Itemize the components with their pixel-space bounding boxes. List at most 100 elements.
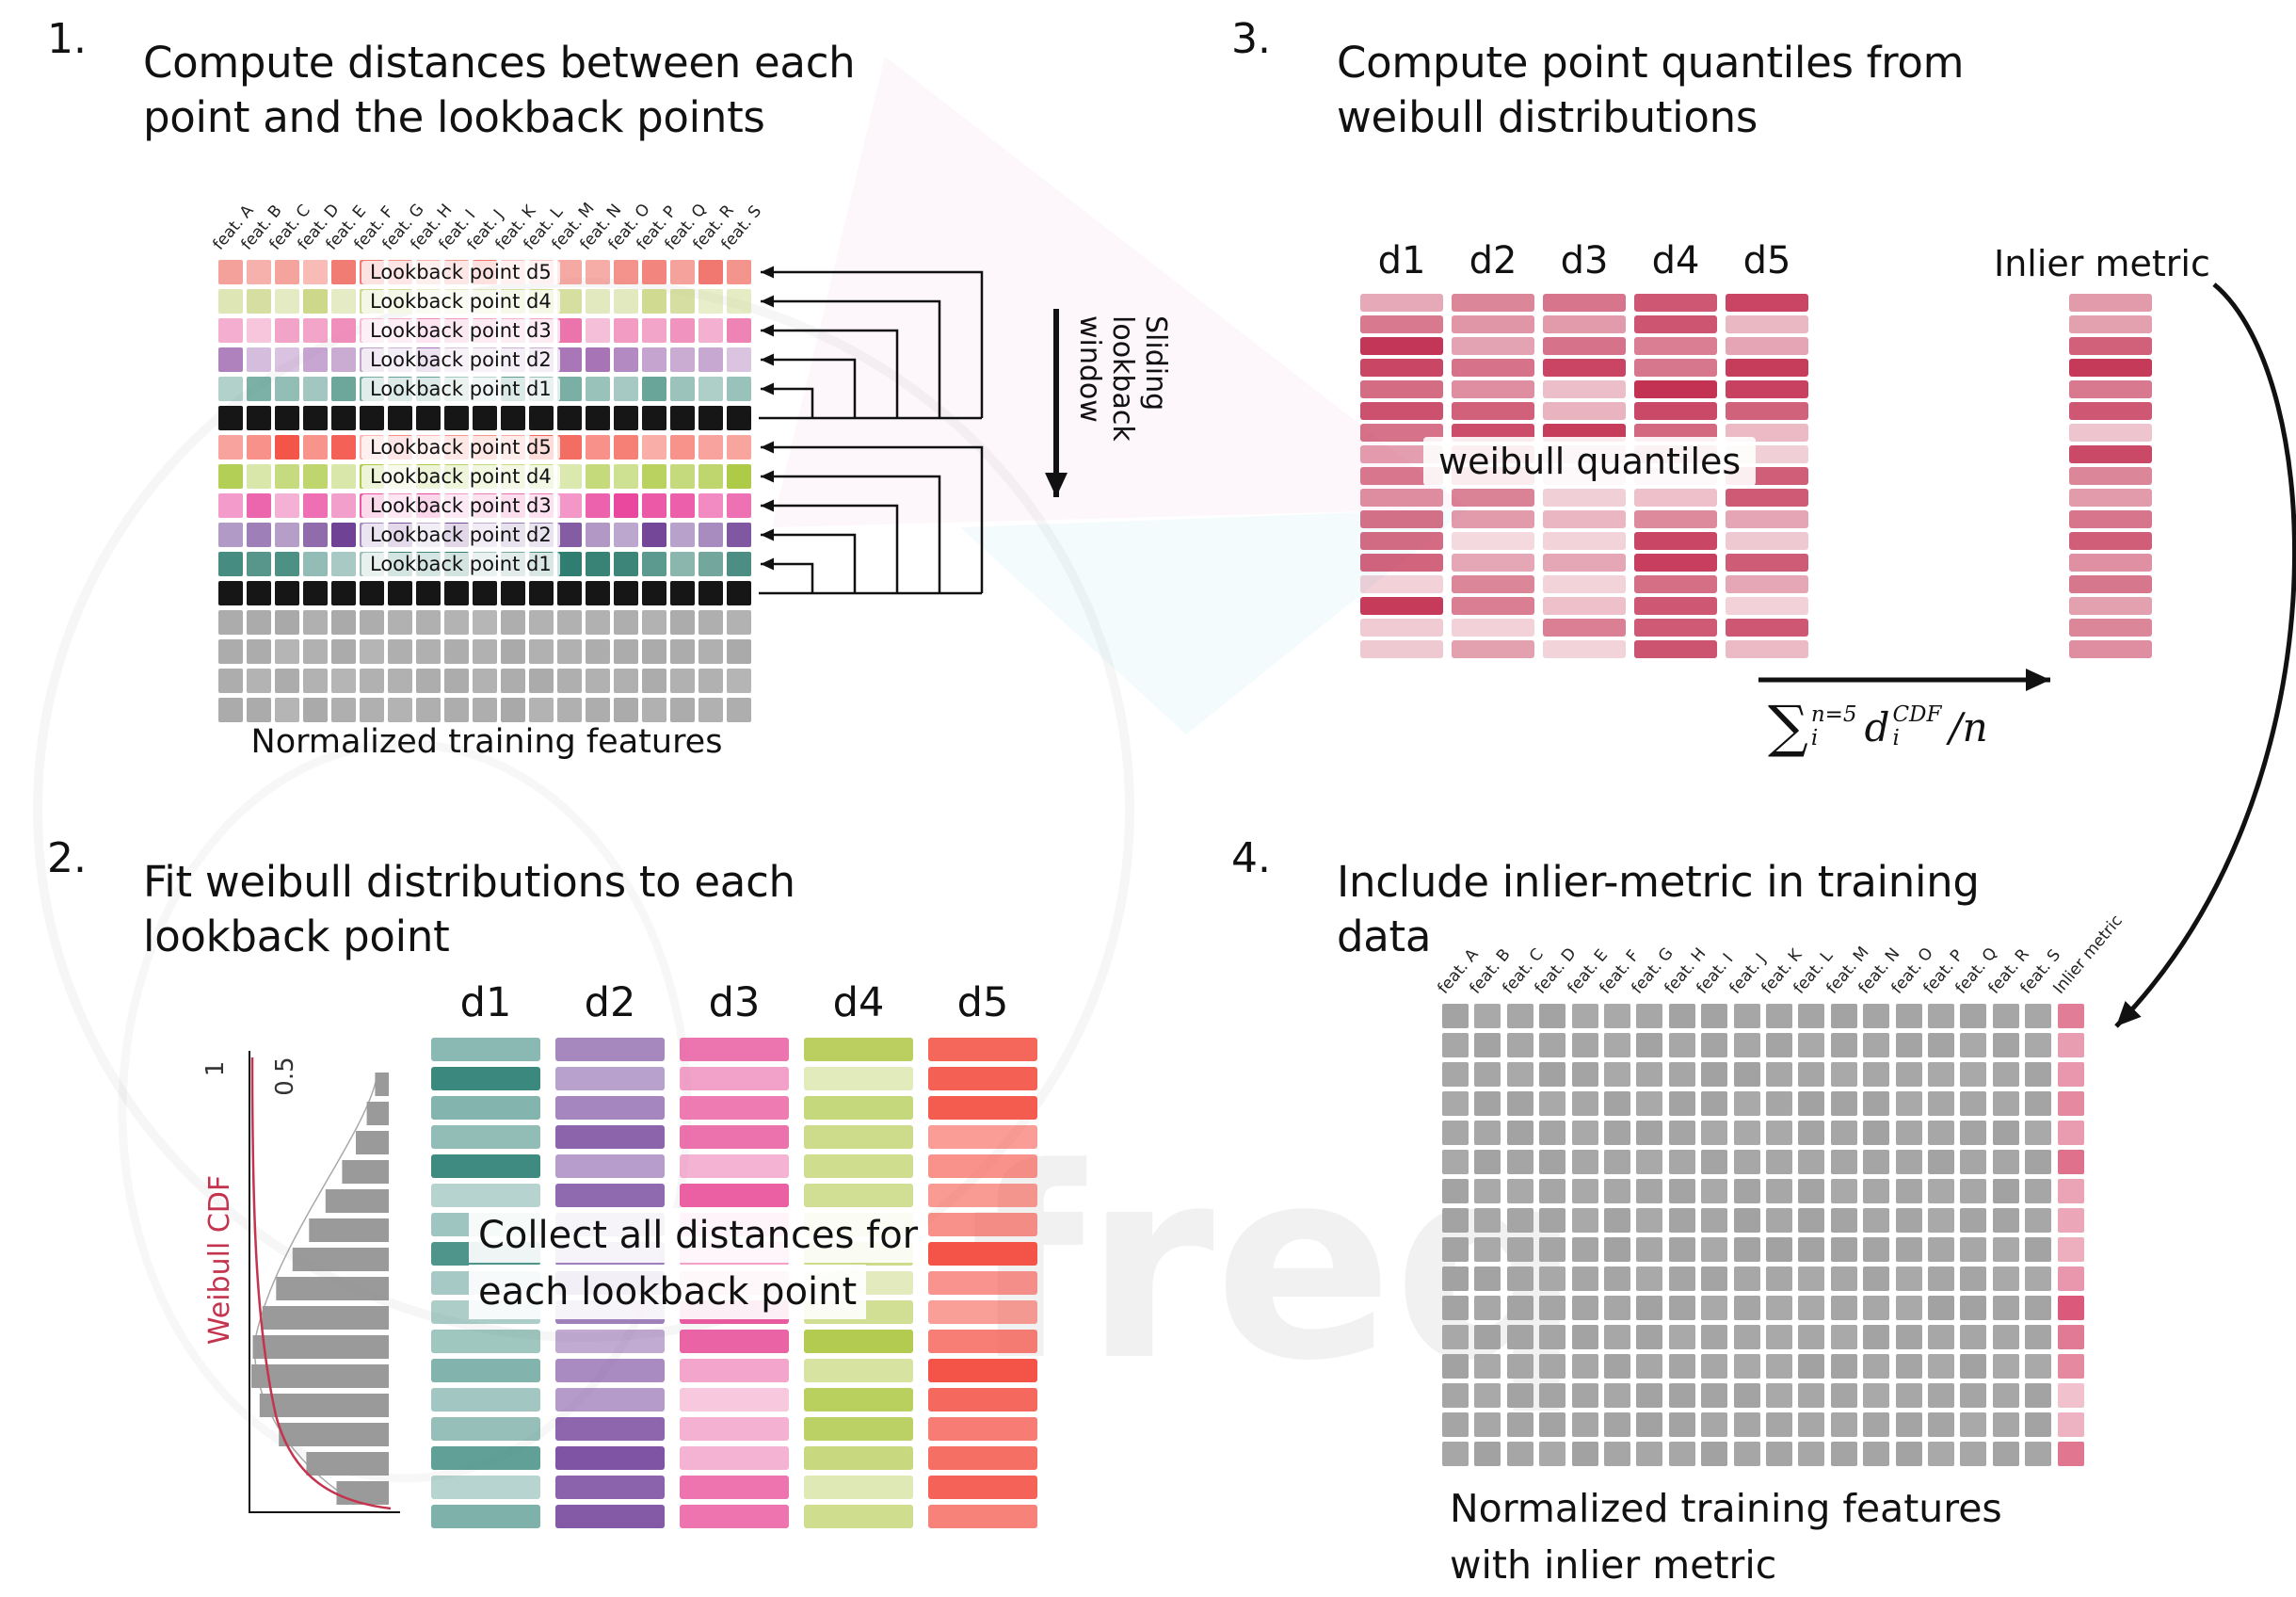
grid-cell: [303, 698, 328, 722]
grid-cell: [1668, 1442, 1695, 1466]
distance-bar: [680, 1242, 789, 1266]
quantile-bar: [1726, 402, 1808, 420]
quantile-bar: [1543, 554, 1626, 572]
distance-bar: [555, 1213, 665, 1236]
grid-cell: [727, 289, 751, 314]
grid-cell: [1928, 1354, 1954, 1379]
grid-cell: [501, 406, 525, 430]
grid-cell: [1928, 1266, 1954, 1291]
grid-cell: [303, 464, 328, 489]
quantile-bar: [1452, 402, 1534, 420]
grid-cell: [1798, 1354, 1825, 1379]
distance-bar: [804, 1242, 913, 1266]
grid-cell: [1895, 1121, 1922, 1145]
quantile-bar: [1452, 597, 1534, 615]
grid-cell: [698, 639, 723, 664]
grid-cell: [1766, 1208, 1792, 1233]
grid-cell: [247, 639, 271, 664]
grid-cell: [1571, 1179, 1598, 1203]
grid-cell: [670, 435, 695, 460]
grid-cell: [1928, 1412, 1954, 1437]
quantile-bar: [1543, 575, 1626, 593]
quantile-bar: [1452, 575, 1534, 593]
grid-cell: [1766, 1091, 1792, 1116]
distance-bar: [431, 1154, 540, 1178]
quantile-bar: [1634, 294, 1717, 312]
grid-cell: [614, 406, 638, 430]
distance-bar: [680, 1184, 789, 1207]
grid-cell: [303, 610, 328, 635]
distance-bar: [555, 1476, 665, 1499]
grid-cell: [614, 318, 638, 343]
inlier-grid-cell: [2057, 1004, 2084, 1028]
grid-cell: [614, 639, 638, 664]
grid-cell: [1474, 1033, 1501, 1057]
grid-cell: [2025, 1383, 2052, 1408]
grid-cell: [1506, 1121, 1533, 1145]
grid-cell: [473, 581, 497, 605]
grid-cell: [1701, 1354, 1728, 1379]
distance-bar: [555, 1300, 665, 1324]
grid-cell: [1442, 1383, 1469, 1408]
grid-cell: [1863, 1237, 1890, 1262]
grid-cell: [642, 698, 666, 722]
distance-bar: [555, 1330, 665, 1353]
grid-cell: [1636, 1179, 1663, 1203]
distance-bar: [555, 1242, 665, 1266]
grid-cell: [1798, 1383, 1825, 1408]
grid-cell: [2025, 1442, 2052, 1466]
grid-cell: [303, 639, 328, 664]
grid-cell: [1506, 1354, 1533, 1379]
grid-cell: [1992, 1033, 2019, 1057]
grid-cell: [331, 435, 356, 460]
grid-cell: [1992, 1296, 2019, 1320]
quantile-bar: [1452, 532, 1534, 550]
grid-cell: [303, 493, 328, 518]
grid-cell: [218, 581, 243, 605]
grid-cell: [1506, 1179, 1533, 1203]
distance-set-label: d4: [832, 979, 885, 1026]
grid-cell: [614, 581, 638, 605]
grid-cell: [529, 581, 554, 605]
distance-bar: [555, 1125, 665, 1149]
grid-cell: [1960, 1412, 1987, 1437]
grid-cell: [1960, 1004, 1987, 1028]
grid-cell: [1442, 1237, 1469, 1262]
distance-bar: [804, 1038, 913, 1061]
grid-cell: [1506, 1412, 1533, 1437]
grid-cell: [2025, 1179, 2052, 1203]
grid-cell: [303, 523, 328, 547]
grid-cell: [1798, 1296, 1825, 1320]
grid-cell: [586, 347, 610, 372]
inlier-grid-cell: [2057, 1354, 2084, 1379]
grid-cell: [1863, 1208, 1890, 1233]
grid-cell: [1766, 1062, 1792, 1087]
inlier-metric-bar: [2069, 380, 2152, 398]
distance-bar: [928, 1242, 1037, 1266]
grid-cell: [1539, 1354, 1566, 1379]
grid-cell: [1442, 1354, 1469, 1379]
grid-cell: [416, 698, 441, 722]
grid-cell: [1668, 1150, 1695, 1174]
grid-cell: [727, 493, 751, 518]
quantile-bar: [1543, 640, 1626, 658]
grid-cell: [1604, 1296, 1630, 1320]
quantile-bar: [1452, 510, 1534, 528]
distance-bar: [555, 1388, 665, 1411]
grid-cell: [698, 347, 723, 372]
grid-cell: [529, 406, 554, 430]
distance-bar: [928, 1154, 1037, 1178]
inlier-metric-bar: [2069, 554, 2152, 572]
grid-cell: [1636, 1121, 1663, 1145]
quantile-bar: [1360, 467, 1443, 485]
grid-cell: [1928, 1004, 1954, 1028]
grid-cell: [1863, 1179, 1890, 1203]
inlier-grid-cell: [2057, 1091, 2084, 1116]
grid-cell: [670, 523, 695, 547]
grid-cell: [1604, 1325, 1630, 1349]
grid-cell: [303, 581, 328, 605]
grid-cell: [1604, 1091, 1630, 1116]
grid-cell: [698, 523, 723, 547]
grid-cell: [1474, 1383, 1501, 1408]
inlier-grid-cell: [2057, 1121, 2084, 1145]
